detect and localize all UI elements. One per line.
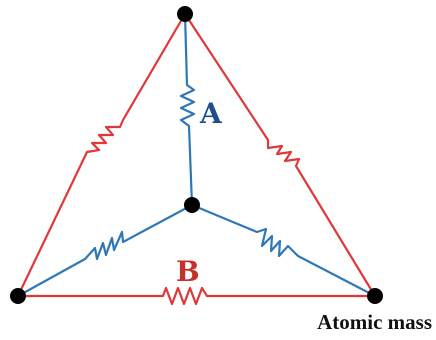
inner-spring-left	[17, 204, 193, 297]
outer-spring-top-left	[17, 13, 186, 297]
atoms	[10, 6, 383, 304]
label-a: A	[199, 97, 223, 130]
inner-spring-right	[191, 203, 376, 297]
atom-bottom-right	[367, 288, 383, 304]
label-b: B	[176, 255, 200, 288]
outer-spring-bottom	[18, 286, 375, 306]
atom-center	[184, 197, 200, 213]
inner-springs	[17, 13, 376, 297]
outer-springs	[17, 13, 376, 306]
atom-top	[177, 6, 193, 22]
inner-spring-top	[179, 13, 196, 206]
atomic-mass-caption: Atomic mass	[317, 310, 432, 334]
outer-spring-top-right	[184, 13, 376, 297]
atom-bottom-left	[10, 288, 26, 304]
